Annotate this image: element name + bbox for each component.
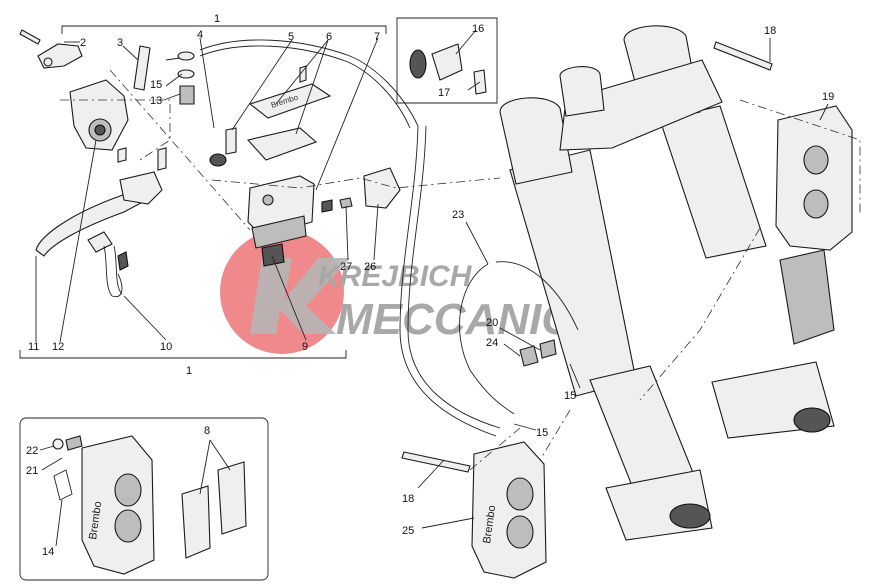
callout-25: 25 (402, 525, 414, 537)
callout-5: 5 (288, 31, 294, 43)
callout-7: 7 (374, 31, 380, 43)
leader-lines (35, 29, 829, 547)
callout-27: 27 (340, 261, 352, 273)
callout-13: 13 (150, 95, 162, 107)
brake-light-switch (87, 231, 129, 298)
caliper-detail-inset: Brembo (19, 417, 269, 581)
callout-26: 26 (364, 261, 376, 273)
brake-hose-lower (399, 125, 579, 437)
callout-1-bottom: 1 (186, 365, 192, 377)
brake-hose-upper (199, 39, 419, 129)
callout-14: 14 (42, 546, 54, 558)
callout-16: 16 (472, 23, 484, 35)
callout-labels: 1 1 2 3 4 5 6 7 8 9 10 11 12 13 14 15 15… (26, 13, 834, 558)
callout-1-top: 1 (214, 13, 220, 25)
callout-2: 2 (80, 37, 86, 49)
callout-20: 20 (486, 317, 498, 329)
master-cylinder-body (247, 175, 333, 267)
callout-10: 10 (160, 341, 172, 353)
inset-caliper-brand-label: Brembo (87, 501, 104, 541)
assembly-bracket-top (61, 25, 387, 34)
assembly-bracket-bottom (19, 350, 347, 359)
callout-18-bottom: 18 (402, 493, 414, 505)
alignment-lines (60, 69, 861, 471)
callout-18-top: 18 (764, 25, 776, 37)
callout-24: 24 (486, 337, 498, 349)
callout-23: 23 (452, 209, 464, 221)
reservoir-cap-group: Brembo (209, 65, 332, 167)
watermark-k-logo (250, 258, 350, 334)
callout-11: 11 (28, 341, 39, 353)
brake-lever-assembly (19, 29, 195, 257)
callout-17: 17 (438, 87, 450, 99)
callout-4: 4 (197, 29, 203, 41)
callout-22: 22 (26, 445, 38, 457)
grommet-inset (396, 17, 498, 104)
callout-21: 21 (26, 465, 38, 477)
callout-9: 9 (302, 341, 308, 353)
callout-15-a: 15 (150, 79, 162, 91)
watermark-line1: KREJBICH (318, 260, 473, 293)
callout-3: 3 (117, 37, 123, 49)
callout-15-b: 15 (564, 390, 576, 402)
callout-15-c: 15 (536, 427, 548, 439)
caliper-left-lower: Brembo (471, 441, 547, 579)
caliper-bolt-upper (713, 41, 773, 71)
caliper-bolt-lower (401, 451, 471, 473)
caliper-right-upper (775, 105, 853, 251)
callout-12: 12 (52, 341, 64, 353)
lower-caliper-brand-label: Brembo (481, 505, 498, 545)
callout-6: 6 (326, 31, 332, 43)
callout-8: 8 (204, 425, 210, 437)
callout-19: 19 (822, 91, 834, 103)
front-fork (499, 25, 835, 541)
hose-clip (339, 167, 401, 209)
